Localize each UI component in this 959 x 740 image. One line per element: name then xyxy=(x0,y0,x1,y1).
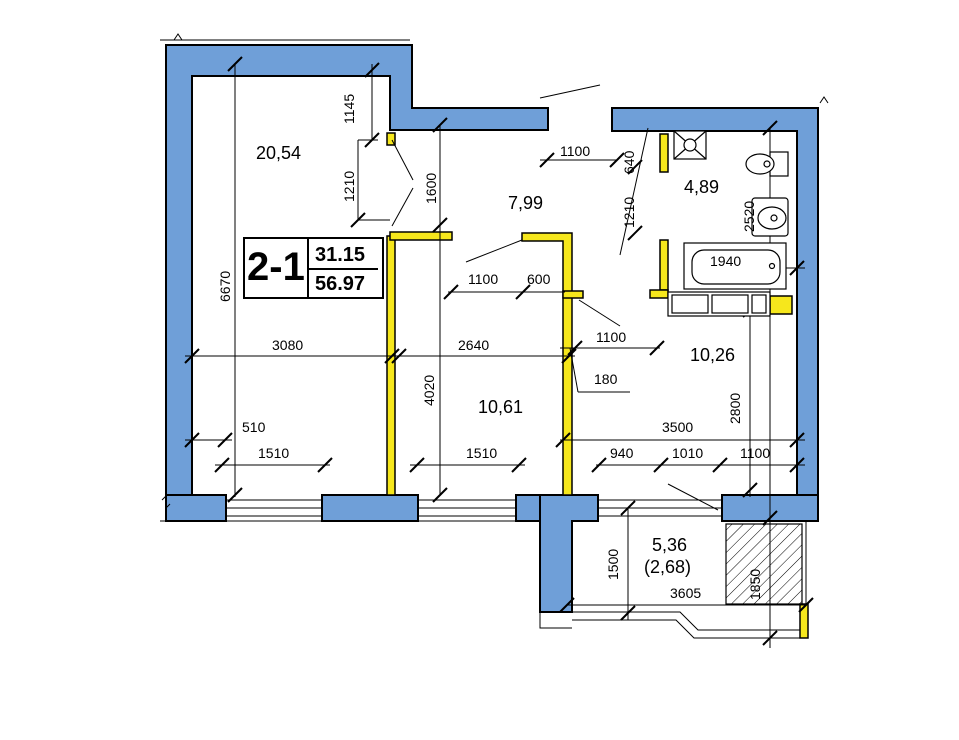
window-lines xyxy=(160,39,807,639)
dim-label: 1600 xyxy=(423,172,439,204)
room-area-small: 10,61 xyxy=(478,397,524,417)
room-area-hall: 7,99 xyxy=(508,193,544,213)
dim-label: 1510 xyxy=(258,445,290,461)
dim-label: 640 xyxy=(621,150,637,174)
sink-icon xyxy=(751,197,789,237)
dim-label: 6670 xyxy=(217,270,233,302)
exterior-walls xyxy=(165,44,819,613)
door-arc-icon xyxy=(391,139,414,227)
living-area: 31.15 xyxy=(315,244,366,266)
dim-label: 2800 xyxy=(727,392,743,424)
apartment-code: 2-1 xyxy=(247,245,305,289)
room-area-balcony-reduced: (2,68) xyxy=(644,557,692,577)
balcony-storage xyxy=(725,523,803,605)
dim-label: 1100 xyxy=(740,445,771,461)
dim-label: 3500 xyxy=(662,419,694,435)
dim-label: 180 xyxy=(594,371,618,387)
partitions xyxy=(386,132,809,639)
dimension-ticks xyxy=(184,56,814,646)
dim-label: 2520 xyxy=(741,200,757,232)
dim-label: 1210 xyxy=(621,196,637,228)
room-area-balcony: 5,36 xyxy=(652,535,688,555)
dim-label: 600 xyxy=(527,271,551,287)
dim-label: 510 xyxy=(242,419,266,435)
dim-label: 2640 xyxy=(458,337,490,353)
dim-label: 4020 xyxy=(421,374,437,406)
dim-label: 1850 xyxy=(747,568,763,600)
ventilation-icon xyxy=(673,130,707,160)
dim-label: 1010 xyxy=(672,445,704,461)
dim-label: 1940 xyxy=(710,253,742,269)
dim-label: 1145 xyxy=(341,93,357,124)
dim-label: 1210 xyxy=(341,170,357,202)
dim-label: 1500 xyxy=(605,548,621,580)
toilet-icon xyxy=(745,151,789,177)
stove-icon xyxy=(667,291,771,317)
dim-label: 1100 xyxy=(468,271,499,287)
dim-label: 1100 xyxy=(560,143,591,159)
dim-label: 3605 xyxy=(670,585,702,601)
apartment-label: 2-1 31.15 56.97 xyxy=(243,237,384,299)
divider xyxy=(309,268,378,270)
break-marks xyxy=(161,33,829,510)
room-area-big: 20,54 xyxy=(256,143,302,163)
dim-label: 1510 xyxy=(466,445,498,461)
total-area: 56.97 xyxy=(315,273,366,295)
bathtub-icon xyxy=(683,242,787,290)
dim-label: 940 xyxy=(610,445,634,461)
dim-label: 3080 xyxy=(272,337,304,353)
dim-label: 1100 xyxy=(596,329,627,345)
room-area-bathroom: 4,89 xyxy=(684,177,720,197)
divider xyxy=(307,239,309,297)
room-area-kitchen: 10,26 xyxy=(690,345,736,365)
